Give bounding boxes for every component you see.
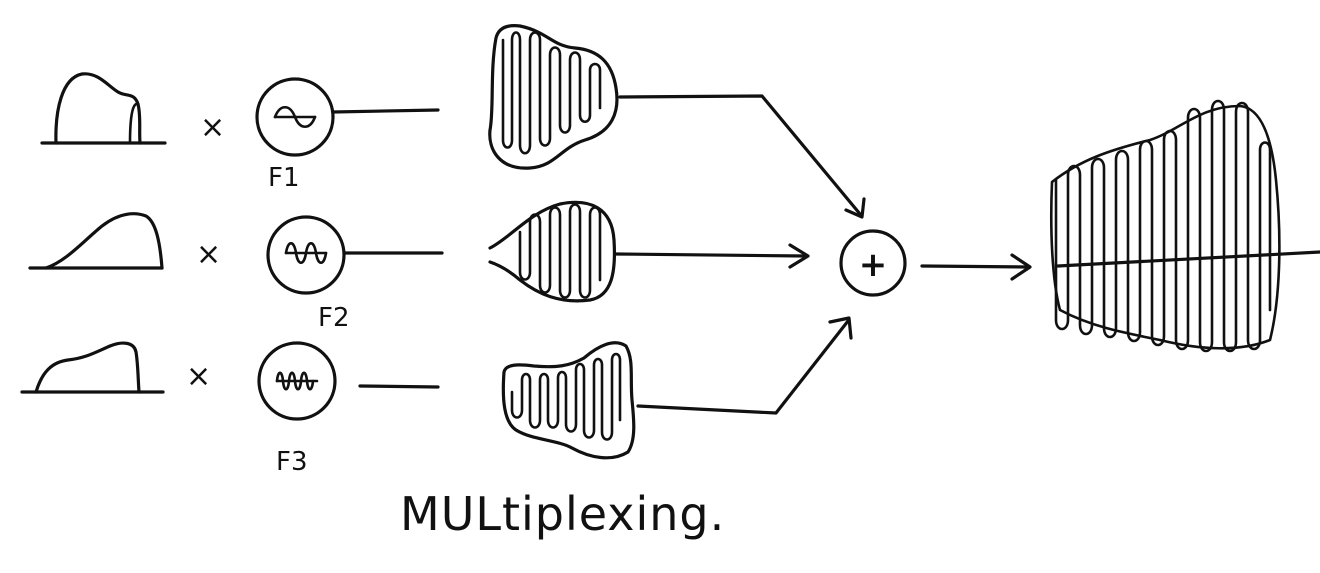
channel-1: × F1 [40,24,866,219]
multiplexed-signal [1049,99,1320,353]
summing-junction: + [839,229,907,297]
modulated-signal-2 [488,200,617,303]
baseband-signal-2 [28,212,164,270]
output-arrow [920,253,1032,281]
carrier-oscillator-2 [266,215,444,295]
channel-2: × F2 [28,200,810,333]
modulated-signal-3 [501,341,636,460]
channel-3: × F3 [20,316,853,477]
multiply-sign-2: × [196,237,221,272]
carrier-oscillator-1 [255,77,440,157]
multiply-sign-3: × [186,359,211,394]
carrier-oscillator-3 [257,341,440,421]
carrier-label-f1: F1 [268,163,300,193]
multiply-sign-1: × [200,110,225,145]
plus-sign: + [859,245,888,285]
diagram-title: MULtiplexing. [400,487,725,541]
carrier-label-f3: F3 [276,447,308,477]
baseband-signal-3 [20,341,165,394]
modulated-signal-1 [488,24,619,170]
baseband-signal-1 [40,72,167,145]
carrier-label-f2: F2 [318,303,350,333]
